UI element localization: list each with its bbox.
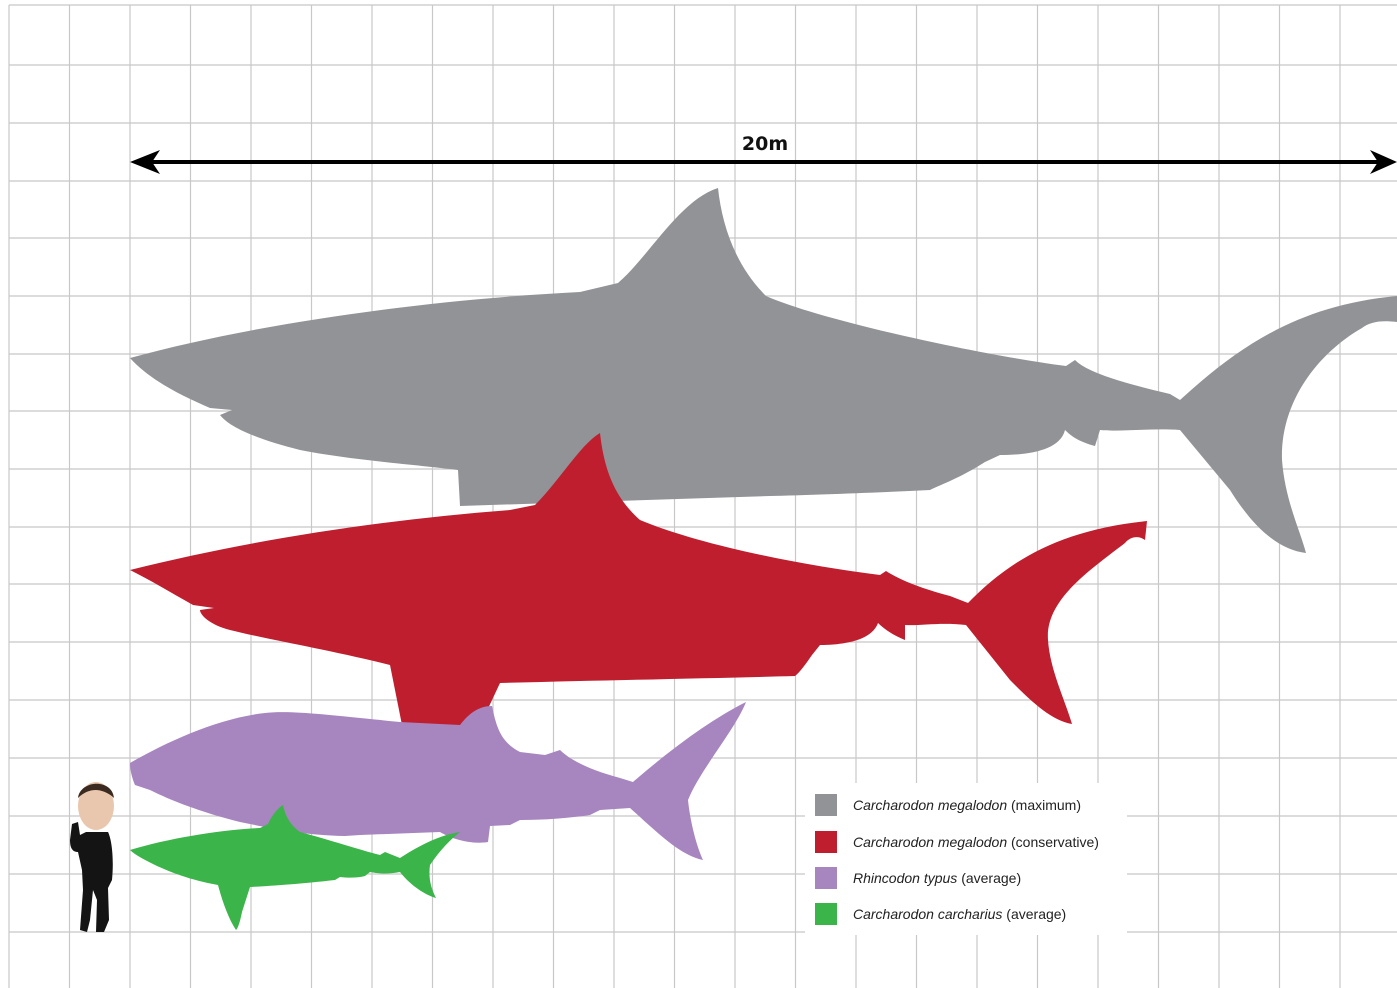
legend-label: Carcharodon megalodon (maximum) bbox=[853, 797, 1081, 813]
legend-swatch bbox=[815, 831, 837, 853]
legend: Carcharodon megalodon (maximum) Carcharo… bbox=[805, 783, 1127, 935]
legend-label: Carcharodon megalodon (conservative) bbox=[853, 834, 1099, 850]
scale-label: 20m bbox=[742, 133, 788, 155]
legend-item-rhincodon: Rhincodon typus (average) bbox=[815, 866, 1021, 890]
legend-swatch bbox=[815, 867, 837, 889]
legend-item-megalodon-maximum: Carcharodon megalodon (maximum) bbox=[815, 793, 1081, 817]
legend-label: Carcharodon carcharius (average) bbox=[853, 906, 1066, 922]
legend-item-megalodon-conservative: Carcharodon megalodon (conservative) bbox=[815, 830, 1099, 854]
legend-swatch bbox=[815, 903, 837, 925]
legend-swatch bbox=[815, 794, 837, 816]
legend-label: Rhincodon typus (average) bbox=[853, 870, 1021, 886]
legend-item-carcharias: Carcharodon carcharius (average) bbox=[815, 902, 1066, 926]
